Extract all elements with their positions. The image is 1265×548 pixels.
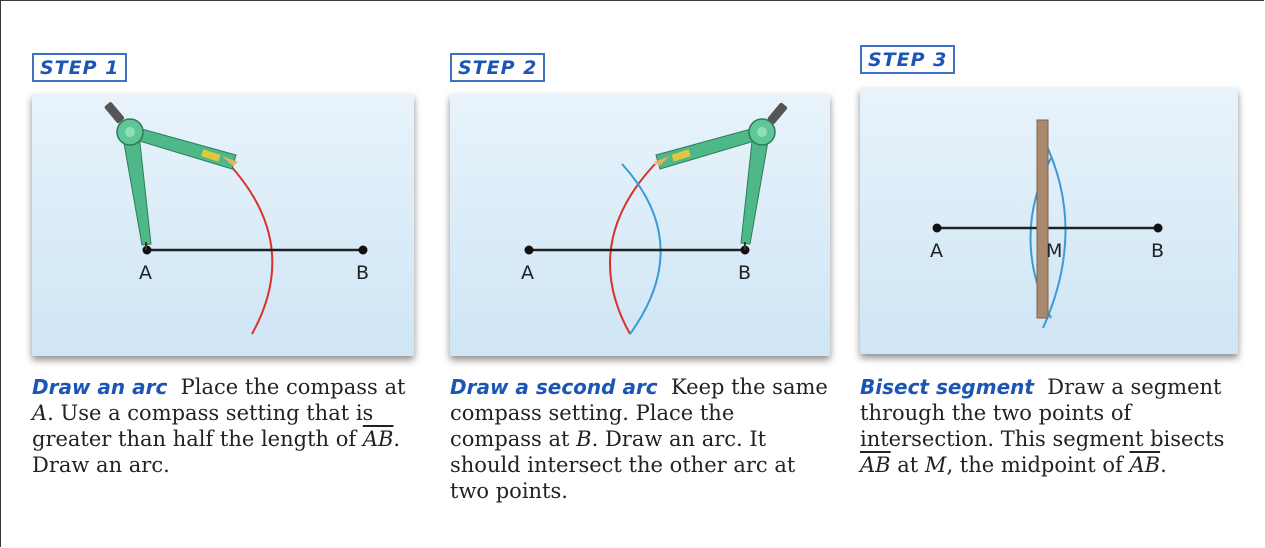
compass-icon: [654, 102, 788, 250]
label-a: A: [521, 262, 534, 284]
step-1-illustration: A B: [32, 94, 414, 356]
step-2-text: . Draw an arc. It should intersect the o…: [450, 427, 796, 503]
arc-blue: [1042, 137, 1067, 329]
step-3-text: at: [890, 453, 925, 477]
step-3-caption: Bisect segment Draw a segment through th…: [860, 374, 1260, 478]
label-a: A: [930, 240, 943, 262]
segment-ab-notation: AB: [860, 453, 891, 477]
arc-red: [228, 163, 274, 335]
label-a: A: [139, 262, 152, 284]
label-m: M: [1046, 240, 1062, 262]
midpoint-m-notation: M: [924, 453, 947, 477]
point-b: [358, 245, 368, 255]
step-3-lead: Bisect segment: [860, 375, 1034, 399]
step-2-text: Keep the same compass setting. Place the…: [450, 375, 828, 451]
step-2-illustration: A B: [450, 94, 830, 356]
step-2-lead: Draw a second arc: [450, 375, 658, 399]
step-1-text: Place the compass at: [180, 375, 406, 399]
step-1-text: . Use a compass setting that is greater …: [32, 401, 374, 451]
label-b: B: [1151, 240, 1164, 262]
segment-ab-notation: AB: [362, 427, 394, 451]
step-3-text: Draw a segment through the two points of…: [860, 375, 1225, 451]
label-b: B: [738, 262, 751, 284]
segment-ab-notation: AB: [1129, 453, 1161, 477]
ruler-icon: [1036, 119, 1049, 319]
step-3-badge: STEP 3: [860, 45, 956, 74]
step-1-text: . Draw an arc.: [32, 427, 401, 477]
step-2-text: B: [576, 427, 592, 451]
compass-icon: [104, 102, 238, 250]
step-1-lead: Draw an arc: [32, 375, 168, 399]
step-2-badge: STEP 2: [450, 53, 546, 82]
step-3-text: , the midpoint of: [946, 453, 1130, 477]
step-1-text: A: [32, 401, 48, 425]
step-2-caption: Draw a second arc Keep the same compass …: [450, 374, 830, 504]
step-3-text: .: [1160, 453, 1167, 477]
step-3-illustration: A M B: [860, 88, 1238, 354]
step-1-badge: STEP 1: [32, 53, 128, 82]
point-a: [524, 245, 534, 255]
label-b: B: [356, 262, 369, 284]
arc-blue: [621, 163, 662, 335]
step-1-caption: Draw an arc Place the compass at A. Use …: [32, 374, 422, 478]
point-a: [932, 223, 942, 233]
point-b: [1153, 223, 1163, 233]
